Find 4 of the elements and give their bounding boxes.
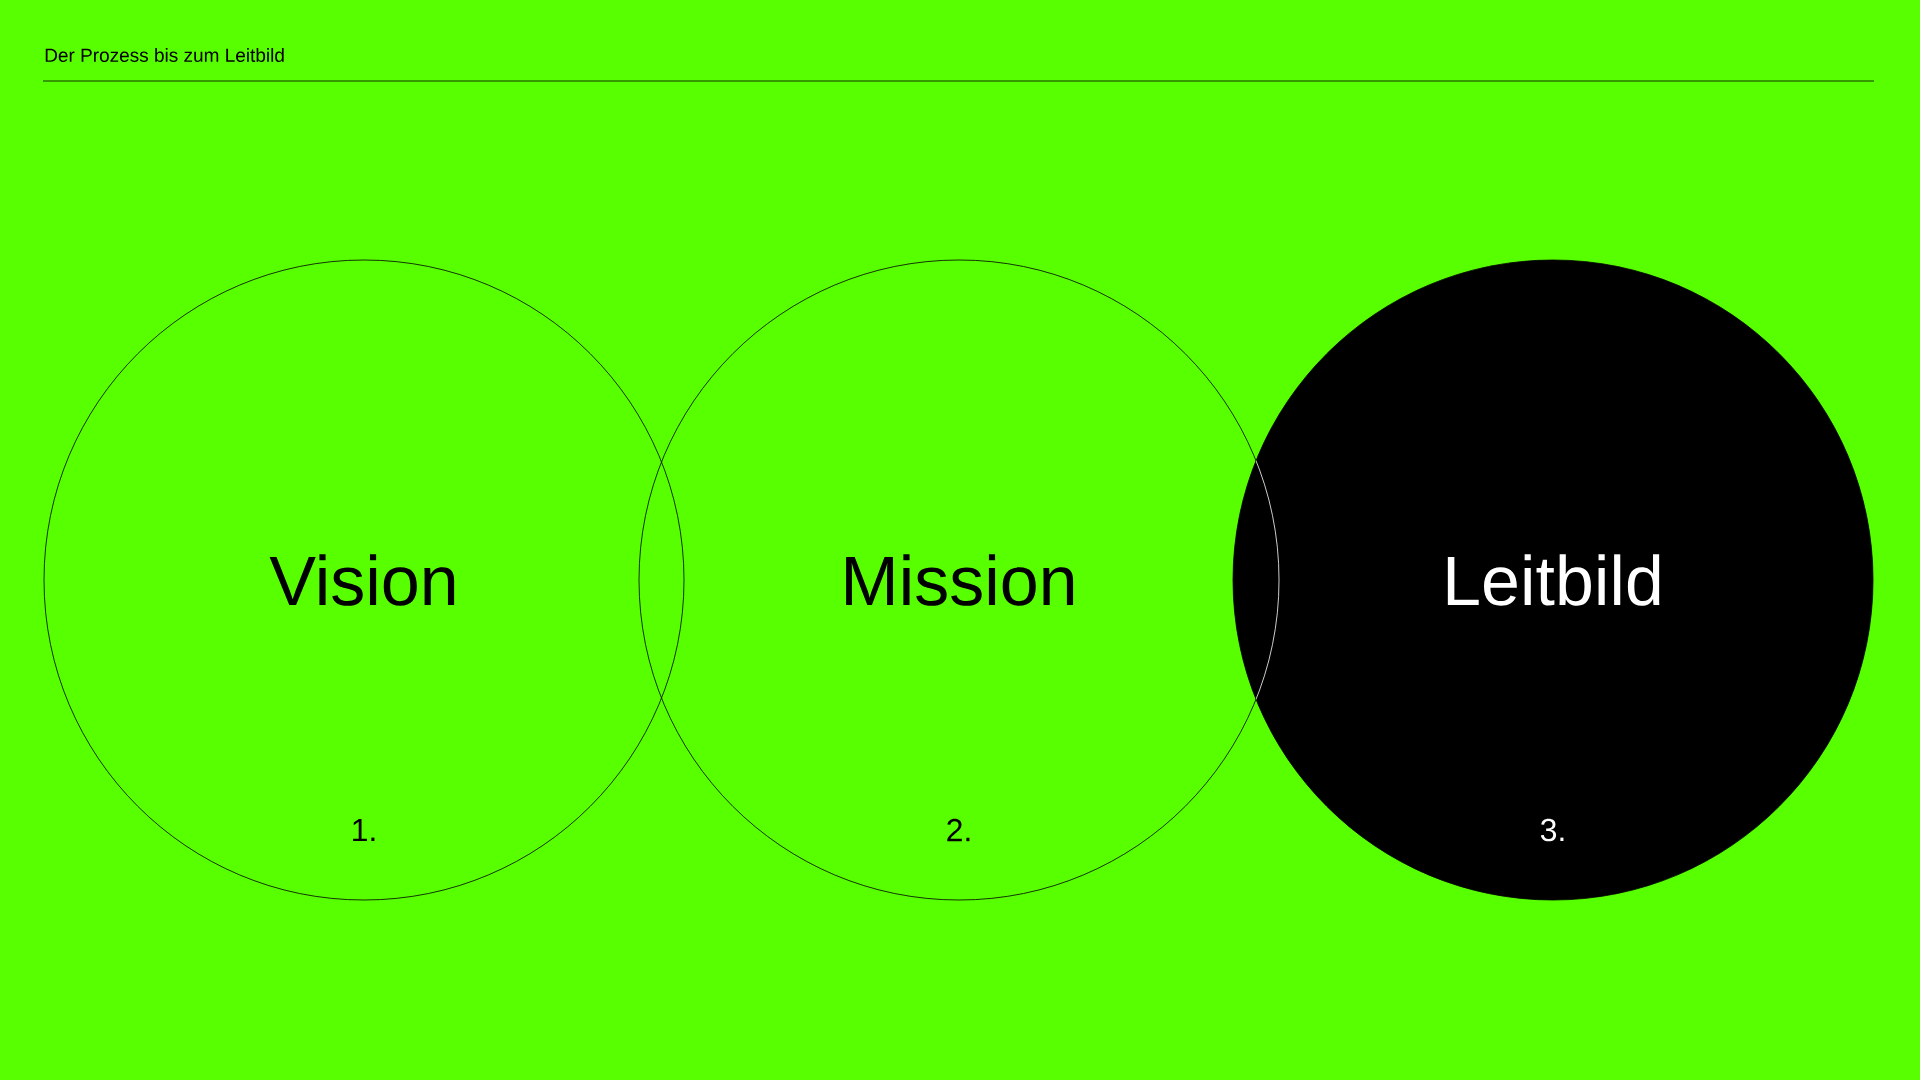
step-number: 1.: [353, 819, 375, 841]
step-number: 3.: [1540, 818, 1564, 842]
title: Der Prozess bis zum Leitbild: [45, 48, 284, 62]
step-number: 2.: [947, 818, 970, 842]
